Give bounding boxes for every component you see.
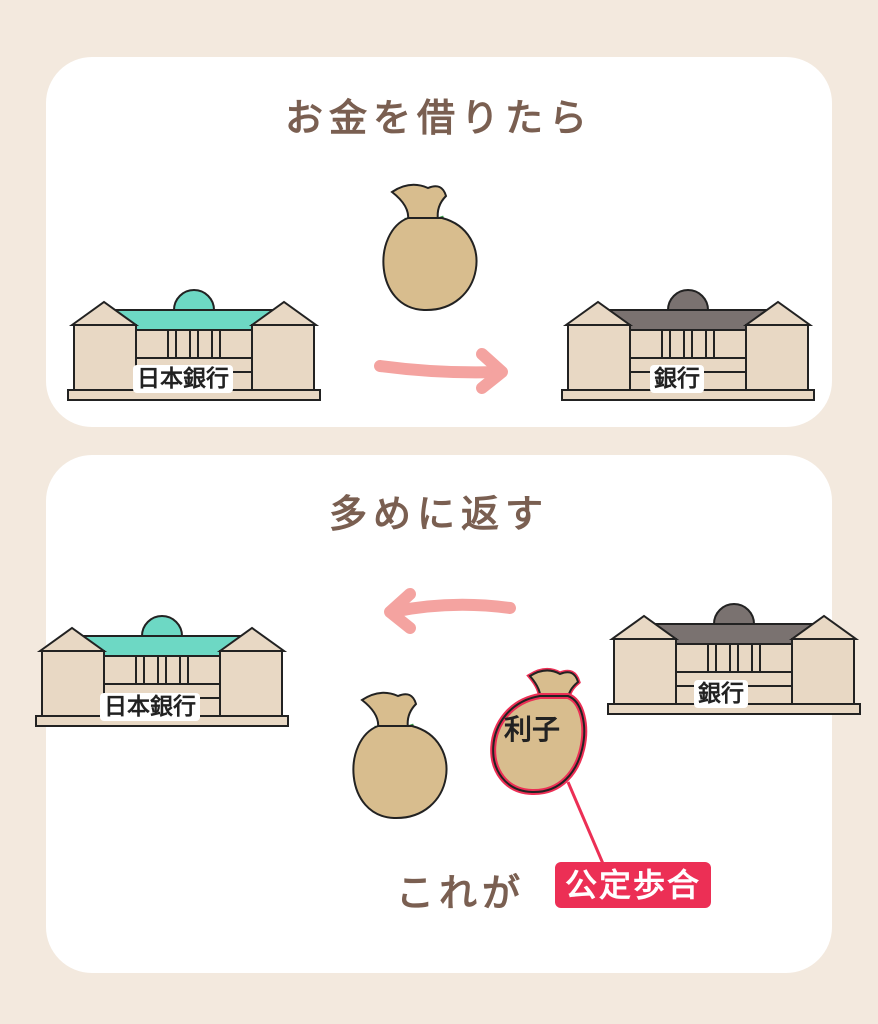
money-bag-icon (353, 693, 446, 818)
official-discount-rate-badge: 公定歩合 (555, 862, 712, 908)
bottom-boj-label: 日本銀行 (100, 693, 200, 721)
money-bag-icon (383, 185, 476, 310)
caption-prefix: これが (396, 871, 526, 915)
top-bank-label: 銀行 (650, 365, 704, 393)
callout-line (566, 781, 606, 867)
interest-label: 利子 (503, 713, 560, 746)
bottom-heading: 多めに返す (328, 492, 549, 536)
arrow-right-icon (374, 348, 508, 394)
bottom-bank-label: 銀行 (694, 680, 748, 708)
top-heading: お金を借りたら (284, 96, 593, 140)
arrow-left-icon (384, 588, 516, 634)
interest-money-bag-icon (490, 668, 588, 796)
top-boj-label: 日本銀行 (133, 365, 233, 393)
